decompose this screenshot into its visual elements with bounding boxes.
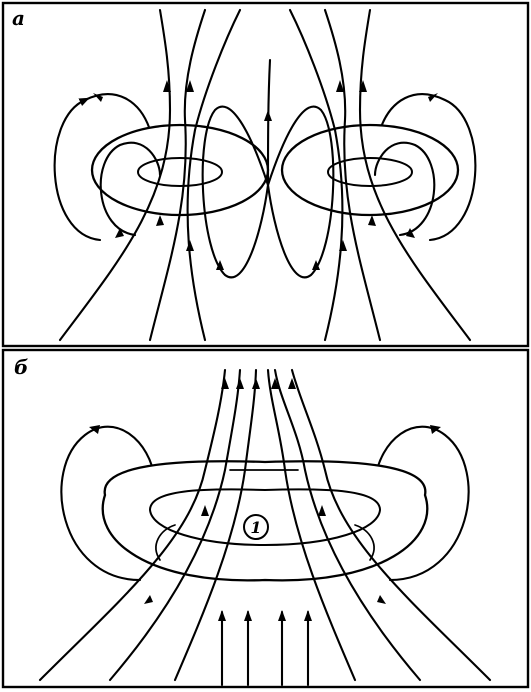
ring-left-hole <box>138 158 222 186</box>
panel-a-label: а <box>12 6 25 30</box>
panel-b-label: б <box>14 355 28 379</box>
field-line-center-up <box>268 60 270 185</box>
panel-a: а <box>3 3 528 346</box>
marker-1-label: 1 <box>250 518 261 537</box>
panel-b: б <box>3 350 528 687</box>
